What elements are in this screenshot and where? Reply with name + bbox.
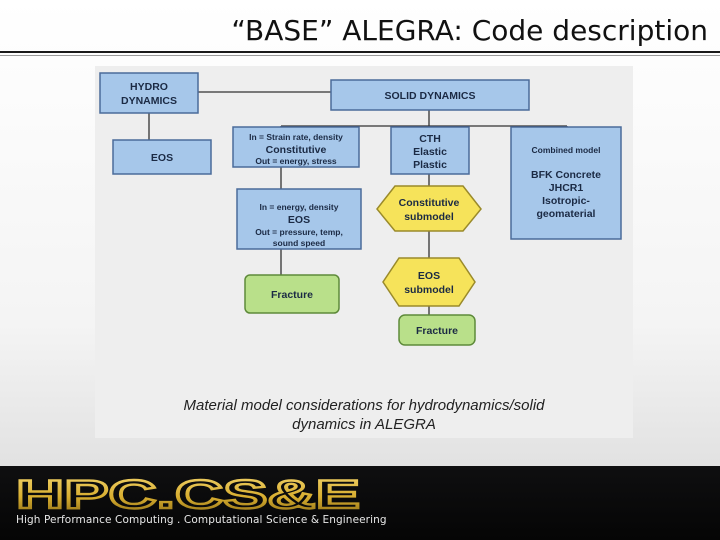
combined-model-heading: Combined model: [532, 145, 601, 155]
cth-box: [390, 126, 470, 175]
cth-label-1: CTH: [419, 133, 441, 145]
cth-label-2: Elastic: [413, 146, 447, 158]
fracture-left-box: [244, 274, 340, 314]
flow-diagram: HYDRO DYNAMICS SOLID DYNAMICS EOS In = S…: [99, 72, 622, 346]
fracture-center-box: [398, 314, 476, 346]
fracture-center-label: Fracture: [416, 325, 458, 337]
hpc-cse-logo: HPC.CS&E: [15, 476, 361, 512]
eos-detail-out-1: Out = pressure, temp,: [255, 227, 343, 237]
hydro-dynamics-box: [99, 72, 199, 114]
figure-caption-line-1: Material model considerations for hydrod…: [183, 397, 545, 414]
constitutive-name: Constitutive: [266, 144, 327, 156]
connector-lines: [148, 91, 568, 315]
combined-model-line-3: Isotropic-: [542, 195, 590, 207]
figure-caption-line-2: dynamics in ALEGRA: [292, 416, 436, 433]
material-model-figure: HYDRO DYNAMICS SOLID DYNAMICS EOS In = S…: [95, 66, 633, 438]
constitutive-submodel-hexagon: [376, 185, 482, 232]
logo-text: HPC.CS&E: [16, 476, 360, 512]
constitutive-out: Out = energy, stress: [255, 156, 337, 166]
slide-title: “BASE” ALEGRA: Code description: [231, 14, 708, 47]
fracture-left-label: Fracture: [271, 289, 313, 301]
constitutive-box: [232, 126, 360, 168]
footer-banner: HPC.CS&E High Performance Computing . Co…: [0, 466, 720, 540]
eos-submodel-label-2: submodel: [404, 284, 454, 296]
constitutive-submodel-label-1: Constitutive: [399, 197, 460, 209]
hydro-dynamics-label-2: DYNAMICS: [121, 95, 177, 107]
combined-model-line-4: geomaterial: [537, 208, 596, 220]
cth-label-3: Plastic: [413, 159, 447, 171]
eos-submodel-hexagon: [382, 257, 476, 307]
eos-box-label: EOS: [151, 152, 173, 164]
title-rule: [0, 51, 720, 53]
title-rule-secondary: [0, 55, 720, 56]
eos-detail-in: In = energy, density: [260, 202, 339, 212]
constitutive-submodel-label-2: submodel: [404, 211, 454, 223]
solid-dynamics-box: [330, 79, 530, 111]
footer-subtitle: High Performance Computing . Computation…: [16, 514, 387, 526]
combined-model-box: [510, 126, 622, 240]
eos-box: [112, 139, 212, 175]
eos-submodel-label-1: EOS: [418, 270, 440, 282]
solid-dynamics-label: SOLID DYNAMICS: [384, 90, 475, 102]
combined-model-line-1: BFK Concrete: [531, 169, 601, 181]
eos-detail-box: [236, 188, 362, 250]
constitutive-in: In = Strain rate, density: [249, 132, 343, 142]
eos-detail-out-2: sound speed: [273, 238, 325, 248]
eos-detail-name: EOS: [288, 214, 310, 226]
combined-model-line-2: JHCR1: [549, 182, 584, 194]
hydro-dynamics-label-1: HYDRO: [130, 81, 168, 93]
figure-caption: Material model considerations for hydrod…: [95, 396, 633, 434]
